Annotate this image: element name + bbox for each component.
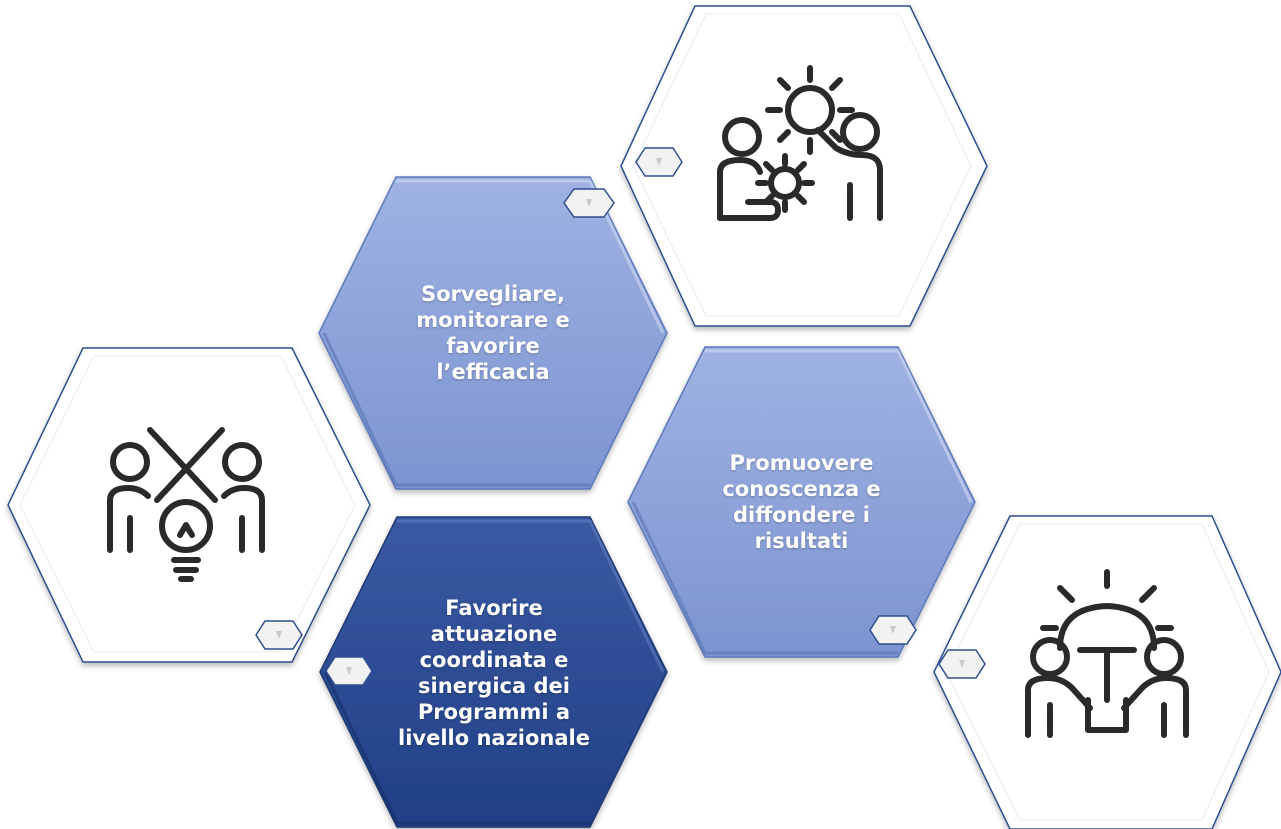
hex-favorire-label: Favorire attuazione coordinata e sinergi… <box>398 595 590 750</box>
team-lightbulb-icon <box>1025 569 1189 738</box>
hex-promuovere <box>627 346 976 658</box>
hex-sorvegliare-label: Sorvegliare, monitorare e favorire l’eff… <box>416 282 570 384</box>
hex-sorvegliare <box>318 176 668 490</box>
team-gears-icon <box>717 65 883 221</box>
connector-badge <box>563 188 615 218</box>
team-idea-swords-icon <box>107 427 265 582</box>
hex-favorire <box>319 516 668 828</box>
hex-promuovere-label: Promuovere conoscenza e diffondere i ris… <box>722 451 881 553</box>
connector-badge <box>869 615 917 645</box>
connector-badge <box>255 620 303 650</box>
connector-badge <box>938 649 986 679</box>
connector-badge <box>325 656 373 686</box>
connector-badge <box>635 147 683 177</box>
